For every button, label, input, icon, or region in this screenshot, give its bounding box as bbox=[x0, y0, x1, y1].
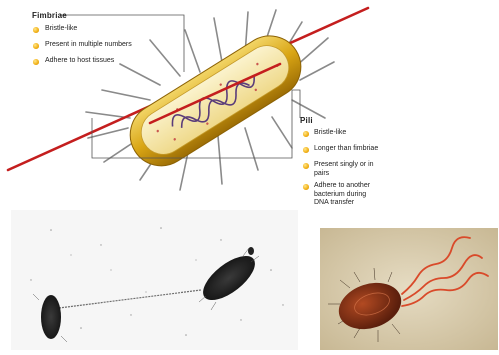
pili-item-2: Longer than fimbriae bbox=[314, 145, 378, 154]
pili-item-1: Bristle-like bbox=[314, 129, 346, 138]
pili-item-3: Present singly or in pairs bbox=[314, 161, 374, 178]
orange-bullet-icon bbox=[33, 59, 39, 65]
conjugation-micrograph bbox=[11, 210, 298, 350]
orange-bullet-icon bbox=[33, 43, 39, 49]
pilus-thread bbox=[59, 290, 201, 308]
fimbriae-item-3: Adhere to host tissues bbox=[45, 57, 114, 66]
donor-cell bbox=[196, 248, 262, 308]
fimbriae-item-1: Bristle-like bbox=[45, 25, 77, 34]
orange-bullet-icon bbox=[303, 147, 309, 153]
fimbriae-item-2: Present in multiple numbers bbox=[45, 41, 132, 50]
orange-bullet-icon bbox=[303, 131, 309, 137]
fimbriae-heading: Fimbriae bbox=[32, 11, 67, 20]
orange-bullet-icon bbox=[303, 163, 309, 169]
pili-item-4: Adhere to another bacterium during DNA t… bbox=[314, 182, 370, 208]
recipient-cell bbox=[41, 295, 61, 339]
flagellated-bacterium-image bbox=[320, 228, 498, 350]
pili-heading: Pili bbox=[300, 116, 313, 125]
orange-bullet-icon bbox=[303, 184, 309, 190]
orange-bullet-icon bbox=[33, 27, 39, 33]
bacterium-cell bbox=[119, 24, 313, 177]
